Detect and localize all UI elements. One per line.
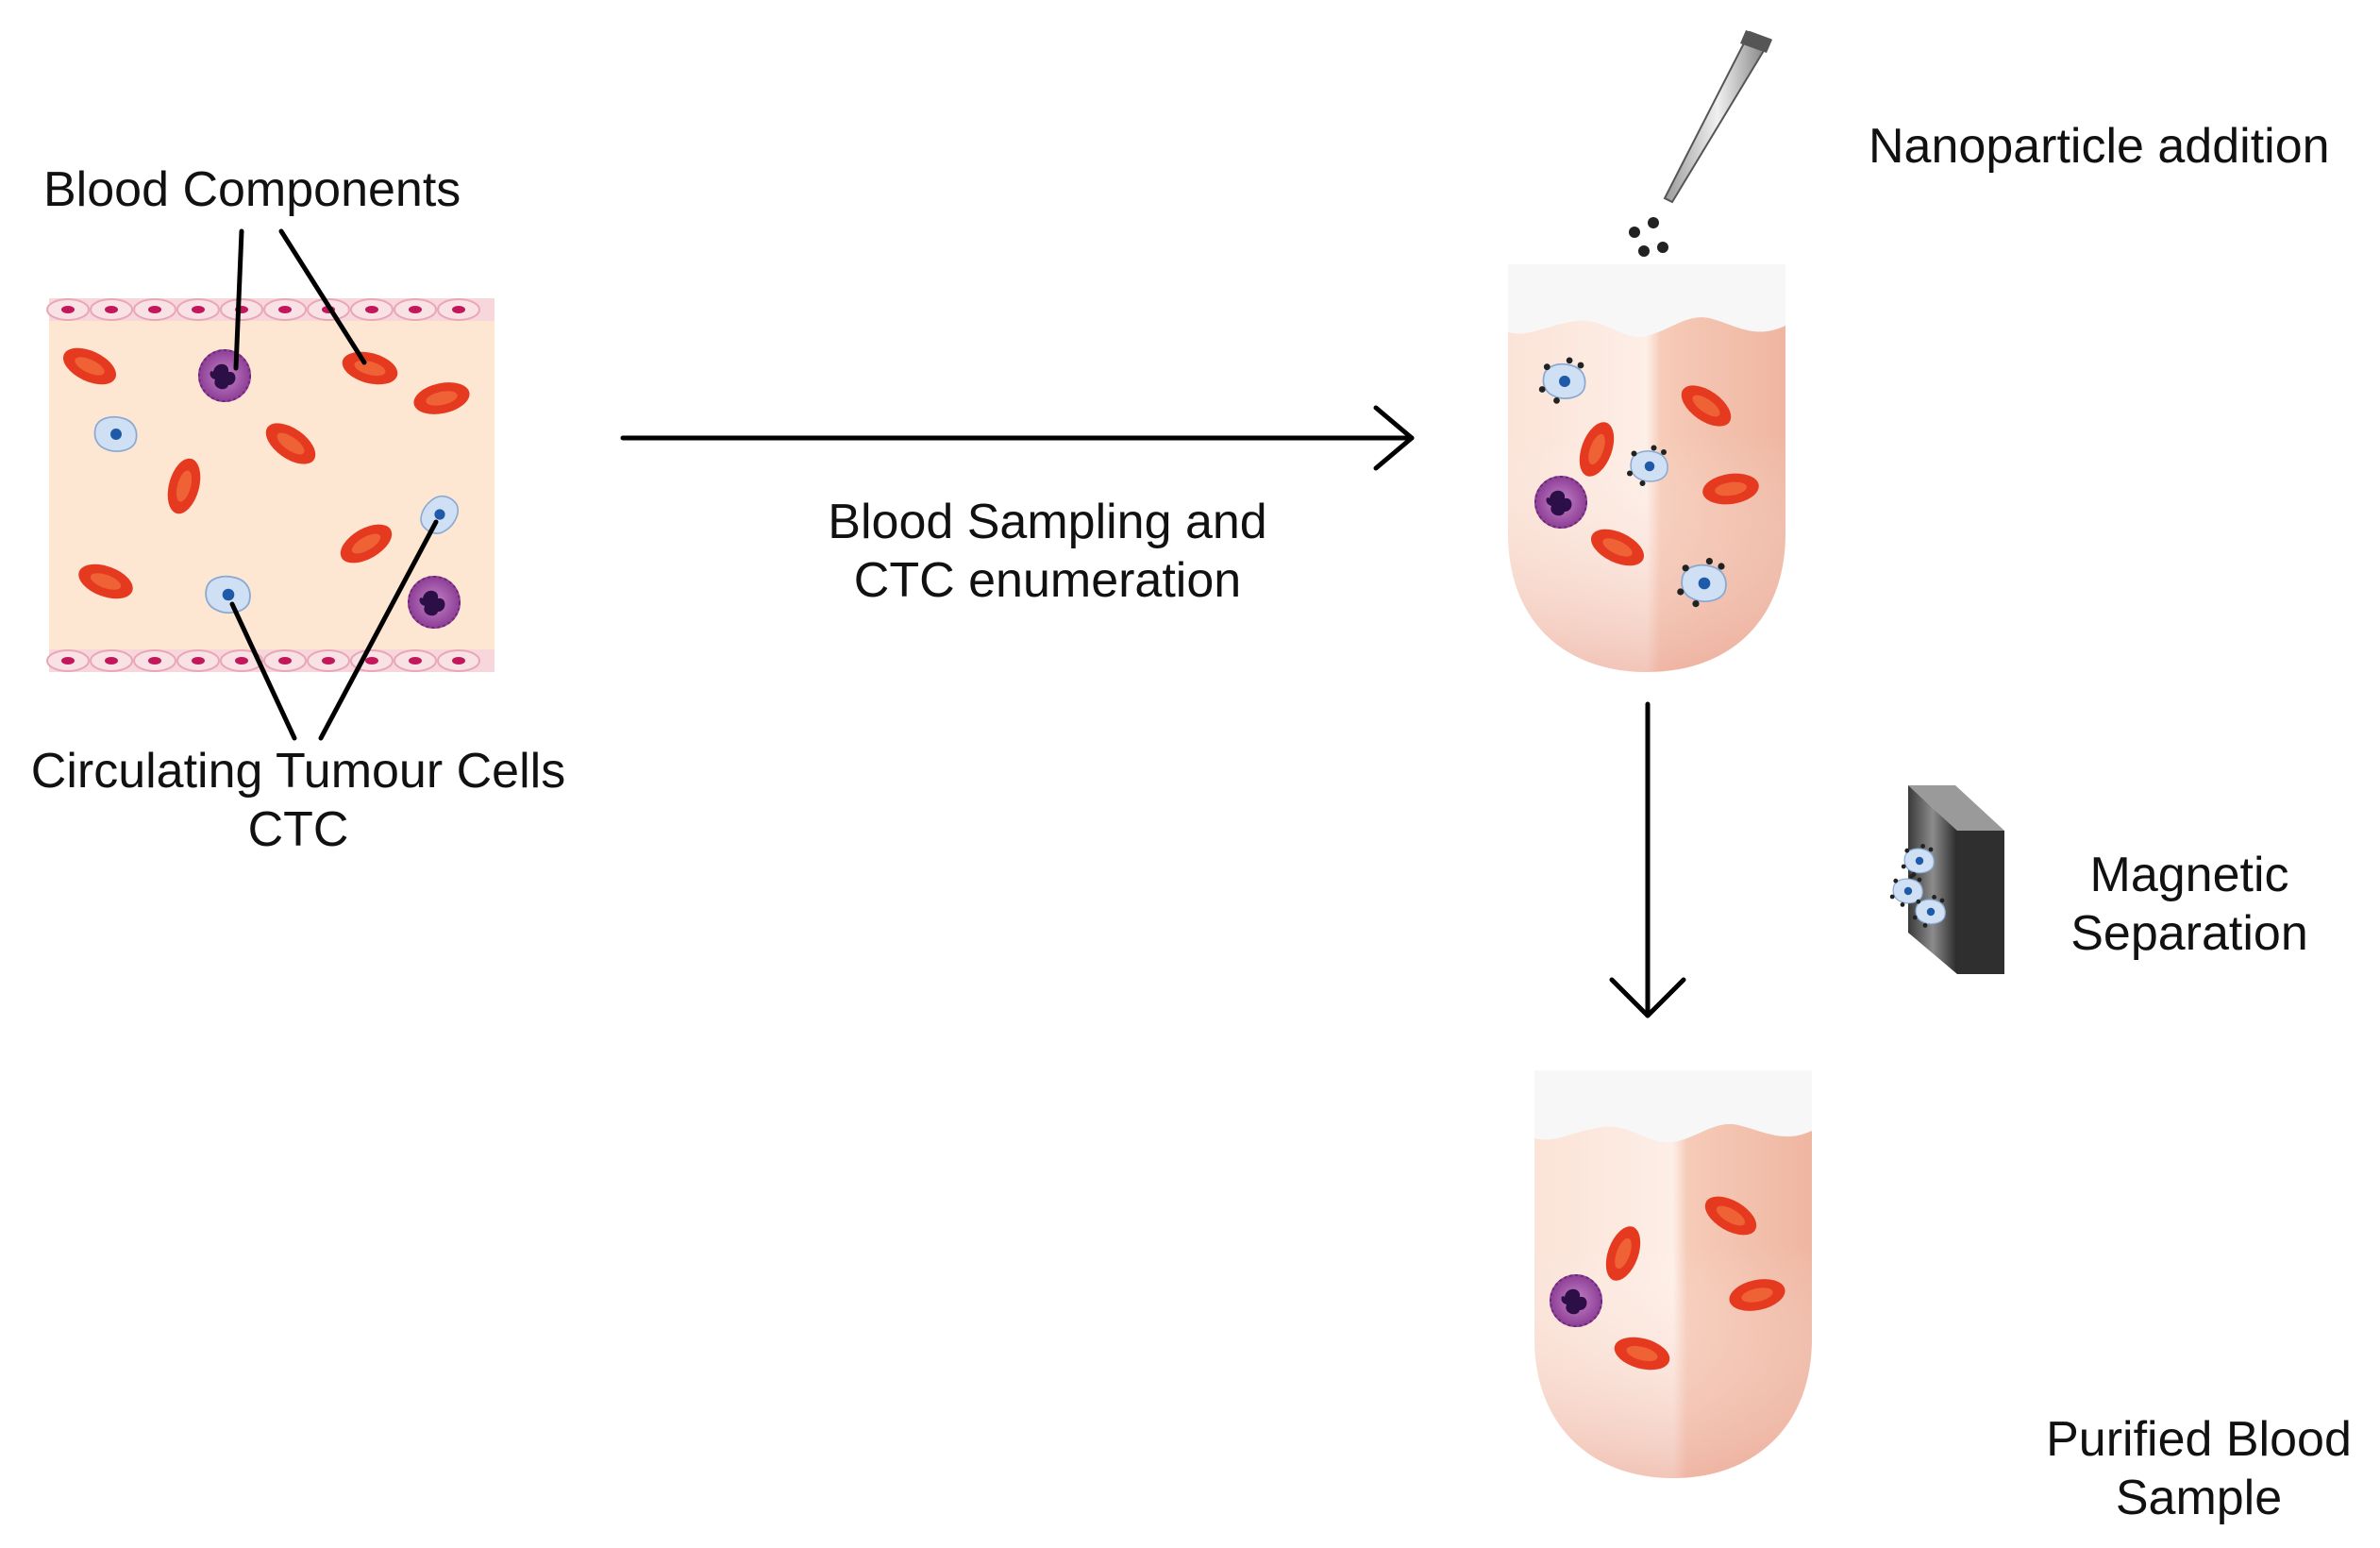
sampling-label-line1: Blood Sampling and — [828, 495, 1267, 549]
purified-label: Purified Blood Sample — [2010, 1410, 2380, 1527]
test-tube-icon — [1534, 1070, 1812, 1478]
arrow-right — [620, 405, 1415, 471]
ctc-label-line1: Circulating Tumour Cells — [30, 744, 566, 799]
ctc-label: Circulating Tumour Cells CTC — [6, 742, 591, 859]
magnetic-label-line2: Separation — [2070, 906, 2308, 961]
sampling-label-line2: CTC enumeration — [853, 553, 1242, 608]
purified-label-line1: Purified Blood — [2046, 1412, 2352, 1467]
nanoparticles — [1629, 217, 1668, 257]
sampling-label: Blood Sampling and CTC enumeration — [764, 493, 1331, 610]
magnetic-label: Magnetic Separation — [2029, 846, 2350, 963]
magnetic-label-line1: Magnetic — [2089, 848, 2289, 902]
magnet-icon — [1890, 785, 2004, 974]
purified-label-line2: Sample — [2115, 1471, 2283, 1525]
blood-vessel-icon — [46, 228, 494, 741]
nanoparticle-label: Nanoparticle addition — [1869, 119, 2330, 174]
blood-components-label: Blood Components — [43, 162, 461, 217]
pipette-icon — [1629, 30, 1772, 257]
test-tube-icon — [1508, 264, 1785, 672]
ctc-label-line2: CTC — [247, 802, 349, 857]
arrow-down — [1609, 701, 1686, 1018]
